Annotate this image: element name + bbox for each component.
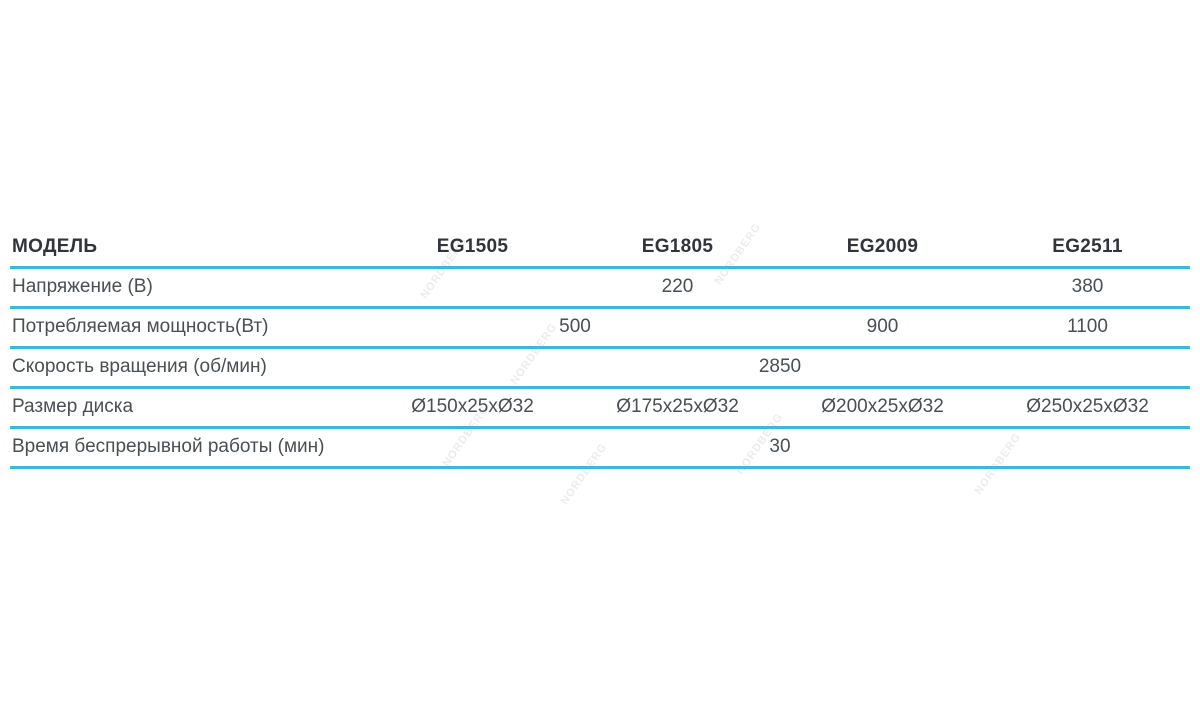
cell-value: 2850	[370, 347, 1190, 389]
cell-value: 220	[370, 267, 985, 309]
header-model-eg2009: EG2009	[780, 228, 985, 269]
header-model-label: МОДЕЛЬ	[10, 228, 370, 269]
header-model-eg1505: EG1505	[370, 228, 575, 269]
table-row-voltage: Напряжение (В) 220 380	[10, 267, 1190, 309]
cell-value: 30	[370, 427, 1190, 469]
row-label: Размер диска	[10, 387, 370, 429]
header-model-eg2511: EG2511	[985, 228, 1190, 269]
row-label: Скорость вращения (об/мин)	[10, 347, 370, 389]
table-row-power: Потребляемая мощность(Вт) 500 900 1100	[10, 307, 1190, 349]
table-row-runtime: Время беспрерывной работы (мин) 30	[10, 427, 1190, 469]
cell-value: Ø200x25xØ32	[780, 387, 985, 429]
row-label: Напряжение (В)	[10, 267, 370, 309]
cell-value: Ø150x25xØ32	[370, 387, 575, 429]
cell-value: 900	[780, 307, 985, 349]
cell-value: 380	[985, 267, 1190, 309]
cell-value: 500	[370, 307, 780, 349]
row-label: Время беспрерывной работы (мин)	[10, 427, 370, 469]
cell-value: 1100	[985, 307, 1190, 349]
table-row-disc-size: Размер диска Ø150x25xØ32 Ø175x25xØ32 Ø20…	[10, 387, 1190, 429]
cell-value: Ø250x25xØ32	[985, 387, 1190, 429]
header-model-eg1805: EG1805	[575, 228, 780, 269]
table-row-speed: Скорость вращения (об/мин) 2850	[10, 347, 1190, 389]
row-label: Потребляемая мощность(Вт)	[10, 307, 370, 349]
cell-value: Ø175x25xØ32	[575, 387, 780, 429]
spec-table: МОДЕЛЬ EG1505 EG1805 EG2009 EG2511 Напря…	[10, 228, 1190, 469]
table-header-row: МОДЕЛЬ EG1505 EG1805 EG2009 EG2511	[10, 228, 1190, 269]
